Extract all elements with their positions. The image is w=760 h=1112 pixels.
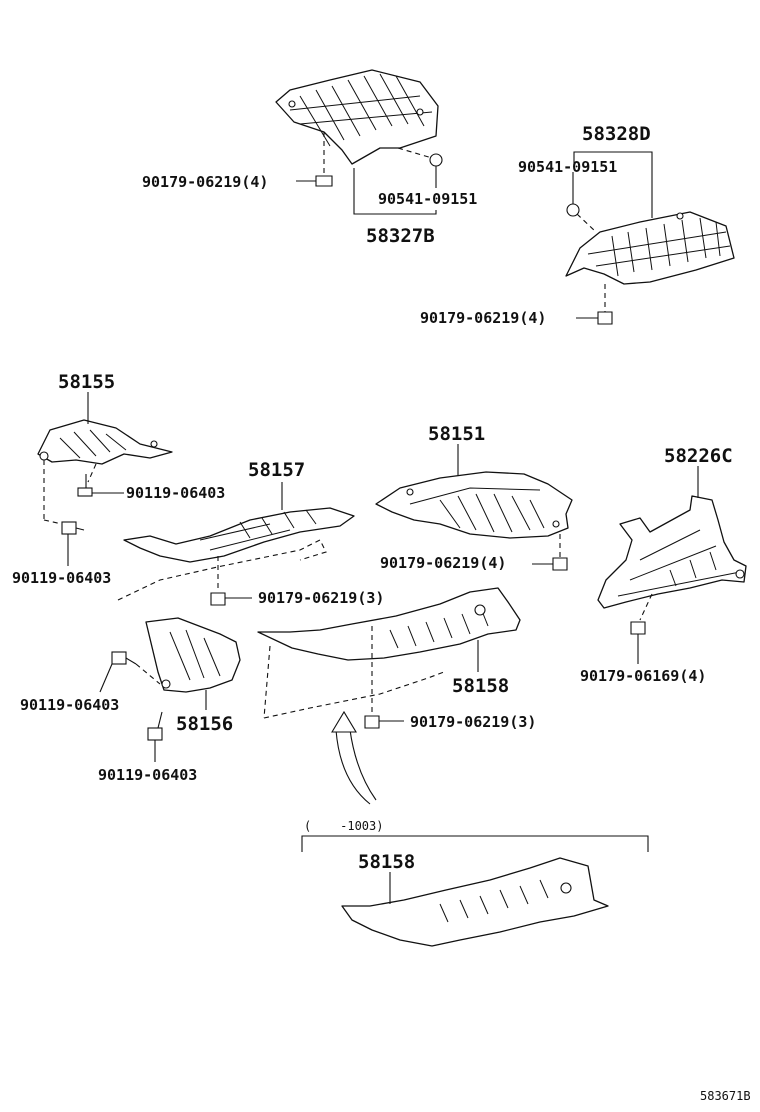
nut-58158 bbox=[364, 626, 404, 729]
bolt-58155-a bbox=[77, 463, 124, 497]
part-number-58155[interactable]: 58155 bbox=[58, 371, 115, 393]
heat-shield-58226c bbox=[597, 466, 747, 609]
part-number-58158[interactable]: 58158 bbox=[452, 675, 509, 697]
part-number-58226c[interactable]: 58226C bbox=[664, 445, 733, 467]
fastener-label-90541-09151-b[interactable]: 90541-09151 bbox=[518, 158, 617, 176]
heat-shield-58155 bbox=[37, 392, 173, 465]
heat-shield-58158 bbox=[257, 587, 521, 672]
fastener-label-90119-06403-a[interactable]: 90119-06403 bbox=[126, 484, 225, 502]
part-number-58158-alt[interactable]: 58158 bbox=[358, 851, 415, 873]
heat-shield-58158-alt bbox=[341, 857, 609, 947]
fastener-label-90541-09151-a[interactable]: 90541-09151 bbox=[378, 190, 477, 208]
fastener-label-90179-06219-c[interactable]: 90179-06219(3) bbox=[258, 589, 384, 607]
fastener-label-90179-06219-a[interactable]: 90179-06219(4) bbox=[142, 173, 268, 191]
bolt-58156-b bbox=[147, 711, 163, 762]
clip-58327b-right bbox=[397, 147, 443, 188]
bracket-58328d bbox=[573, 151, 653, 218]
heat-shield-58157 bbox=[123, 482, 355, 563]
figure-code: 583671B bbox=[700, 1089, 751, 1103]
part-number-58327b[interactable]: 58327B bbox=[366, 225, 435, 247]
range-note: ( -1003) bbox=[304, 819, 383, 833]
part-number-58157[interactable]: 58157 bbox=[248, 459, 305, 481]
nut-58328d bbox=[576, 284, 613, 325]
variant-bracket bbox=[301, 835, 649, 852]
heat-shield-58151 bbox=[375, 444, 573, 539]
fastener-label-90179-06219-e[interactable]: 90179-06219(3) bbox=[410, 713, 536, 731]
bolt-58156-a bbox=[99, 651, 161, 693]
fastener-label-90179-06219-d[interactable]: 90179-06219(4) bbox=[380, 554, 506, 572]
nut-58157 bbox=[210, 556, 252, 606]
bracket-58327b bbox=[353, 168, 437, 215]
nut-58327b-left bbox=[315, 132, 333, 187]
fastener-label-90119-06403-b[interactable]: 90119-06403 bbox=[12, 569, 111, 587]
bolt-58155-b bbox=[43, 460, 85, 566]
nut-58151 bbox=[532, 534, 568, 571]
heat-shield-58327b bbox=[275, 69, 439, 165]
part-number-58328d[interactable]: 58328D bbox=[582, 123, 651, 145]
part-number-58151[interactable]: 58151 bbox=[428, 423, 485, 445]
clip-58328d bbox=[566, 172, 597, 233]
ref-line-58157 bbox=[117, 539, 327, 601]
fastener-label-90119-06403-d[interactable]: 90119-06403 bbox=[98, 766, 197, 784]
fastener-label-90179-06219-b[interactable]: 90179-06219(4) bbox=[420, 309, 546, 327]
nut-58226c bbox=[630, 593, 653, 664]
ref-line-58158 bbox=[263, 671, 445, 719]
heat-shield-58328d bbox=[565, 211, 735, 285]
fastener-label-90119-06403-c[interactable]: 90119-06403 bbox=[20, 696, 119, 714]
fastener-label-90179-06169[interactable]: 90179-06169(4) bbox=[580, 667, 706, 685]
heat-shield-58156 bbox=[145, 617, 241, 710]
reference-arrow bbox=[331, 710, 377, 805]
part-number-58156[interactable]: 58156 bbox=[176, 713, 233, 735]
